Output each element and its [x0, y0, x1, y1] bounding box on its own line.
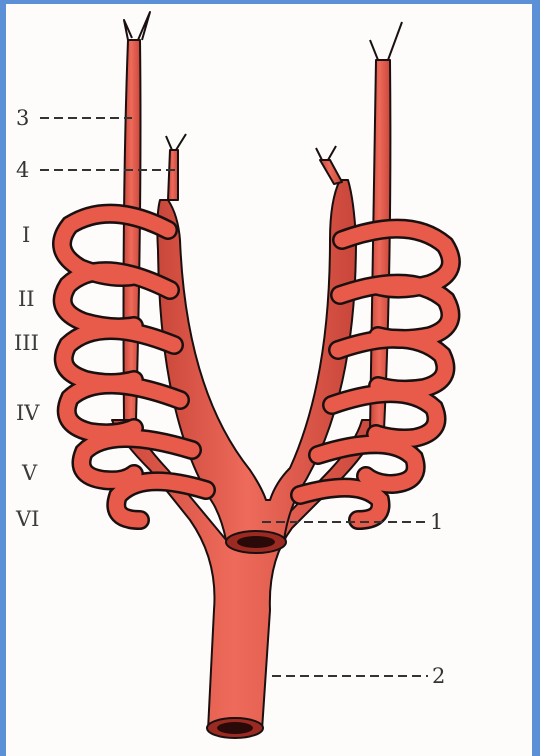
arch-label-1: I	[22, 223, 30, 247]
arch-label-4: IV	[16, 401, 40, 425]
callout-2: 2	[432, 664, 445, 688]
arch-label-3: III	[14, 331, 39, 355]
arch-label-5: V	[21, 461, 38, 485]
callout-4: 4	[16, 158, 29, 182]
arch-label-2: II	[18, 287, 35, 311]
right-dorsal-root	[370, 60, 390, 430]
arch-label-6: VI	[15, 507, 39, 531]
callout-1: 1	[430, 510, 443, 534]
left-dorsal-root	[124, 40, 141, 420]
callout-3: 3	[16, 106, 29, 130]
